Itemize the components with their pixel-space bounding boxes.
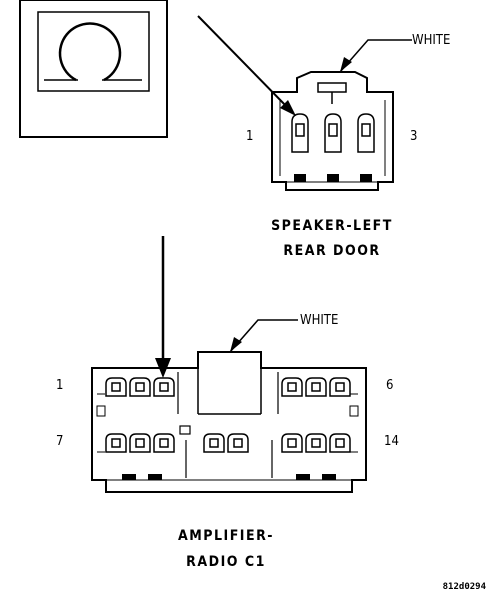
speaker-title-line2: REAR DOOR [283, 243, 380, 259]
amplifier-white-leader [229, 319, 298, 353]
amplifier-color-label: WHITE [300, 313, 338, 328]
figure-code: 812d0294 [443, 582, 487, 592]
speaker-pin-left: 1 [246, 129, 253, 144]
speaker-color-label: WHITE [412, 33, 450, 48]
inset-view [19, 0, 168, 138]
speaker-cavities [291, 113, 375, 153]
amplifier-pin-bottom-left: 7 [56, 434, 63, 449]
amplifier-cavities-row1 [105, 377, 351, 397]
amplifier-title-line1: AMPLIFIER- [178, 528, 274, 544]
amplifier-pin-bottom-right: 14 [384, 434, 399, 449]
connector-outline-icon [58, 22, 122, 82]
speaker-arrow [197, 15, 291, 111]
speaker-title-line1: SPEAKER-LEFT [271, 218, 393, 234]
amplifier-connector: WHITE 1 6 7 14 AMPLIFIER- RADIO C1 [56, 236, 399, 570]
amplifier-title-line2: RADIO C1 [186, 554, 266, 570]
amplifier-cavities-row2 [105, 433, 351, 453]
speaker-connector: WHITE 1 3 SPEAKER-LEFT REAR DOOR [197, 15, 450, 259]
speaker-pin-right: 3 [410, 129, 417, 144]
speaker-white-leader [339, 39, 412, 73]
amplifier-pin-top-left: 1 [56, 378, 63, 393]
amplifier-pin-top-right: 6 [386, 378, 393, 393]
